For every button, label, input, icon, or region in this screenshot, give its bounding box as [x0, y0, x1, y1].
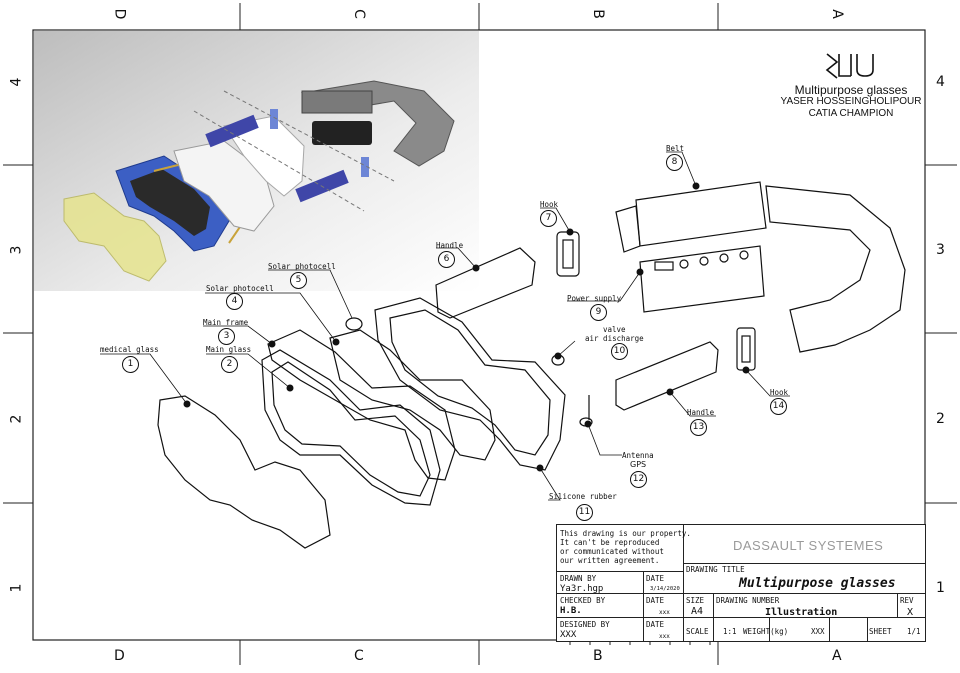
balloon-1: 1: [122, 356, 139, 373]
callout-label-handle-6: Handle: [436, 241, 464, 250]
balloon-3: 3: [218, 328, 235, 345]
logo-title: Multipurpose glasses: [794, 83, 908, 97]
property-notice-line-4: our written agreement.: [560, 556, 660, 565]
checked-date-value: xxx: [659, 609, 670, 616]
zone-label-right-4: 4: [936, 74, 945, 90]
balloon-10: 10: [611, 343, 628, 360]
drawing-title-label: DRAWING TITLE: [686, 565, 745, 574]
drawn-by-label: DRAWN BY: [560, 574, 597, 583]
balloon-11: 11: [576, 504, 593, 521]
callout-label-handle-13: Handle: [687, 408, 715, 417]
callout-label-valve: valve: [603, 325, 626, 334]
logo-subtitle: CATIA CHAMPION: [808, 108, 894, 119]
drawn-date-label: DATE: [646, 574, 665, 583]
weight-value: XXX: [811, 627, 825, 636]
callout-label-solar-photocell-5: Solar photocell: [268, 262, 336, 271]
balloon-2: 2: [221, 356, 238, 373]
checked-date-label: DATE: [646, 596, 665, 605]
zone-label-bottom-b: B: [593, 648, 603, 664]
drawing-number-label: DRAWING NUMBER: [716, 596, 780, 605]
callout-label-belt: Belt: [666, 144, 685, 153]
checked-by-label: CHECKED BY: [560, 596, 606, 605]
rendered-exploded-view: [34, 31, 479, 291]
callout-label-solar-photocell-4: Solar photocell: [206, 284, 274, 293]
designed-date-value: xxx: [659, 633, 670, 640]
drawn-by-value: Ya3r.hgp: [560, 584, 604, 594]
designed-by-value: XXX: [560, 630, 577, 640]
callout-label-hook-7: Hook: [540, 200, 559, 209]
zone-label-bottom-d: D: [114, 648, 125, 664]
callout-label-main-frame: Main frame: [203, 318, 249, 327]
balloon-9: 9: [590, 304, 607, 321]
zone-label-top-b: B: [589, 9, 606, 19]
callout-label-hook-14: Hook: [770, 388, 789, 397]
zone-label-bottom-c: C: [354, 648, 364, 664]
rev-value: X: [907, 607, 914, 618]
title-block: This drawing is our property. It can't b…: [556, 524, 926, 642]
zone-label-right-3: 3: [936, 242, 945, 258]
callout-label-power-supply: Power supply: [567, 294, 622, 303]
designed-by-label: DESIGNED BY: [560, 620, 610, 629]
property-notice-line-2: It can't be reproduced: [560, 538, 660, 547]
sheet-value: 1/1: [907, 627, 921, 636]
company-name: DASSAULT SYSTEMES: [733, 538, 884, 553]
weight-label: WEIGHT(kg): [743, 627, 789, 636]
zone-label-left-2: 2: [8, 414, 25, 424]
callout-label-antenna: Antenna: [622, 451, 654, 460]
balloon-14: 14: [770, 398, 787, 415]
callout-label-air-discharge: air discharge: [585, 334, 644, 343]
size-label: SIZE: [686, 596, 705, 605]
callout-label-silicone-rubber: Silicone rubber: [549, 492, 617, 501]
balloon-7: 7: [540, 210, 557, 227]
balloon-4: 4: [226, 293, 243, 310]
property-notice-line-1: This drawing is our property.: [560, 529, 691, 538]
logo-author: YASER HOSSEINGHOLIPOUR: [780, 96, 922, 107]
designed-date-label: DATE: [646, 620, 665, 629]
callout-label-medical-glass: medical glass: [100, 345, 159, 354]
zone-label-top-c: C: [350, 9, 367, 19]
drawn-date-value: 3/14/2020: [650, 586, 680, 592]
zone-label-top-a: A: [828, 9, 845, 19]
balloon-13: 13: [690, 419, 707, 436]
balloon-12: 12: [630, 471, 647, 488]
zone-label-left-3: 3: [8, 245, 25, 255]
checked-by-value: H.B.: [560, 606, 582, 616]
zone-label-bottom-a: A: [832, 648, 842, 664]
zone-label-right-2: 2: [936, 411, 945, 427]
size-value: A4: [691, 606, 704, 617]
logo-block: Multipurpose glasses YASER HOSSEINGHOLIP…: [776, 48, 926, 120]
balloon-6: 6: [438, 251, 455, 268]
sheet-label: SHEET: [869, 627, 892, 636]
scale-label: SCALE: [686, 627, 709, 636]
drawing-number-value: Illustration: [765, 607, 838, 618]
callout-label-gps: GPS: [630, 460, 647, 469]
scale-value: 1:1: [723, 627, 737, 636]
company-logo-icon: [825, 53, 874, 79]
drawing-title: Multipurpose glasses: [739, 576, 896, 591]
zone-label-right-1: 1: [936, 580, 945, 596]
zone-label-left-1: 1: [8, 583, 25, 593]
balloon-5: 5: [290, 272, 307, 289]
zone-label-left-4: 4: [8, 77, 25, 87]
callout-label-main-glass: Main glass: [206, 345, 252, 354]
balloon-8: 8: [666, 154, 683, 171]
rev-label: REV: [900, 596, 914, 605]
property-notice-line-3: or communicated without: [560, 547, 664, 556]
zone-label-top-d: D: [111, 8, 128, 20]
